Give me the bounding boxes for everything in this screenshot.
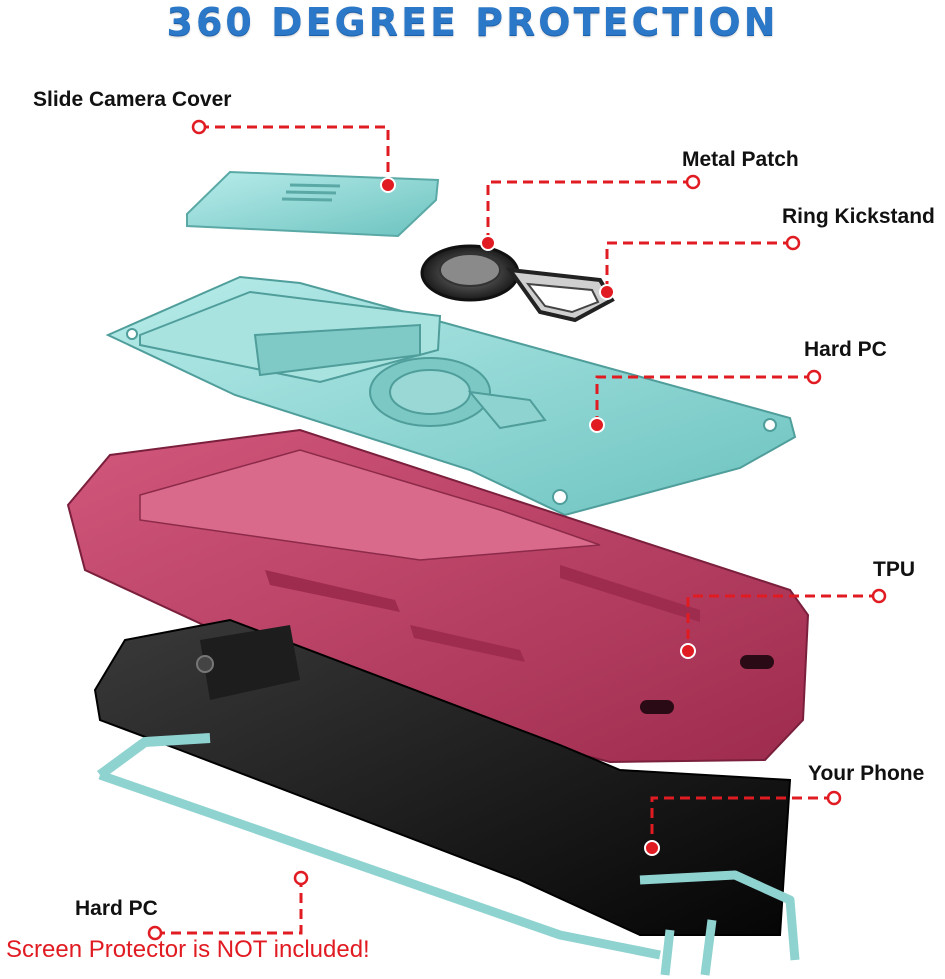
callout-dot <box>680 643 696 659</box>
hard-pc-front-frame <box>97 733 800 976</box>
callout-slide-camera-cover <box>199 125 390 183</box>
callout-metal-patch <box>486 180 693 243</box>
callout-dot <box>599 284 615 300</box>
callout-dot <box>480 235 496 251</box>
slide-camera-cover-part <box>186 170 440 238</box>
callout-dot <box>644 840 660 856</box>
callout-dot <box>589 417 605 433</box>
callout-dot <box>871 588 887 604</box>
label-hard-pc-bottom: Hard PC <box>75 897 158 920</box>
callout-dot <box>380 177 396 193</box>
label-tpu: TPU <box>873 558 915 581</box>
callout-tpu <box>686 594 879 651</box>
callout-your-phone <box>650 796 834 848</box>
label-your-phone: Your Phone <box>808 762 925 785</box>
callout-hard-pc-top <box>595 375 814 425</box>
callout-dot <box>806 369 822 385</box>
callout-dot <box>685 174 701 190</box>
label-ring-kickstand: Ring Kickstand <box>782 205 935 228</box>
page-title: 360 DEGREE PROTECTION <box>166 0 779 44</box>
callout-dot <box>293 870 309 886</box>
callout-dot <box>785 235 801 251</box>
callout-dot <box>147 925 163 941</box>
callout-dot <box>826 790 842 806</box>
screen-protector-warning: Screen Protector is NOT included! <box>6 936 370 963</box>
tpu-inner-case <box>66 428 810 764</box>
ring-kickstand-part <box>420 244 615 323</box>
hard-pc-back-shell <box>105 275 797 517</box>
callout-dot <box>191 119 207 135</box>
label-slide-camera-cover: Slide Camera Cover <box>33 88 232 111</box>
callout-hard-pc-bottom <box>155 878 303 935</box>
callout-ring-kickstand <box>605 241 793 292</box>
label-hard-pc-top: Hard PC <box>804 338 887 361</box>
label-metal-patch: Metal Patch <box>682 148 799 171</box>
